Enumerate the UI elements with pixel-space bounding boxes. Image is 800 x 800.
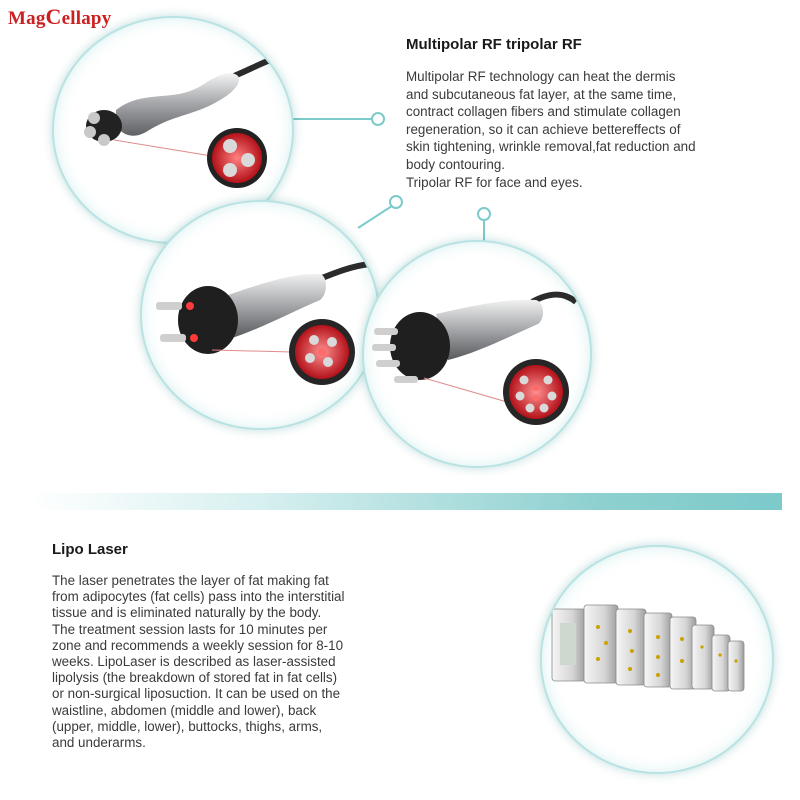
brand-text-part1: Mag [8, 8, 46, 29]
multipolar-rf-handpiece-4pole-image [140, 200, 380, 430]
tripolar-rf-illustration [84, 51, 292, 188]
lipo-laser-pads-image [540, 545, 774, 774]
brand-logo: MagCellapy [8, 4, 111, 30]
lipo-laser-pads-illustration [551, 604, 745, 692]
multipolar-rf-handpiece-6pole-image [362, 240, 592, 468]
lipo-section-body: The laser penetrates the layer of fat ma… [52, 573, 345, 751]
section-divider [30, 493, 782, 510]
six-pole-rf-illustration [372, 291, 578, 425]
brand-text-part2: ellapy [61, 8, 112, 29]
rf-section-title: Multipolar RF tripolar RF [406, 36, 582, 53]
lipo-section-title: Lipo Laser [52, 541, 128, 558]
rf-section-body: Multipolar RF technology can heat the de… [406, 69, 696, 190]
brand-text-cap: C [45, 4, 62, 29]
four-pole-rf-illustration [156, 261, 371, 385]
